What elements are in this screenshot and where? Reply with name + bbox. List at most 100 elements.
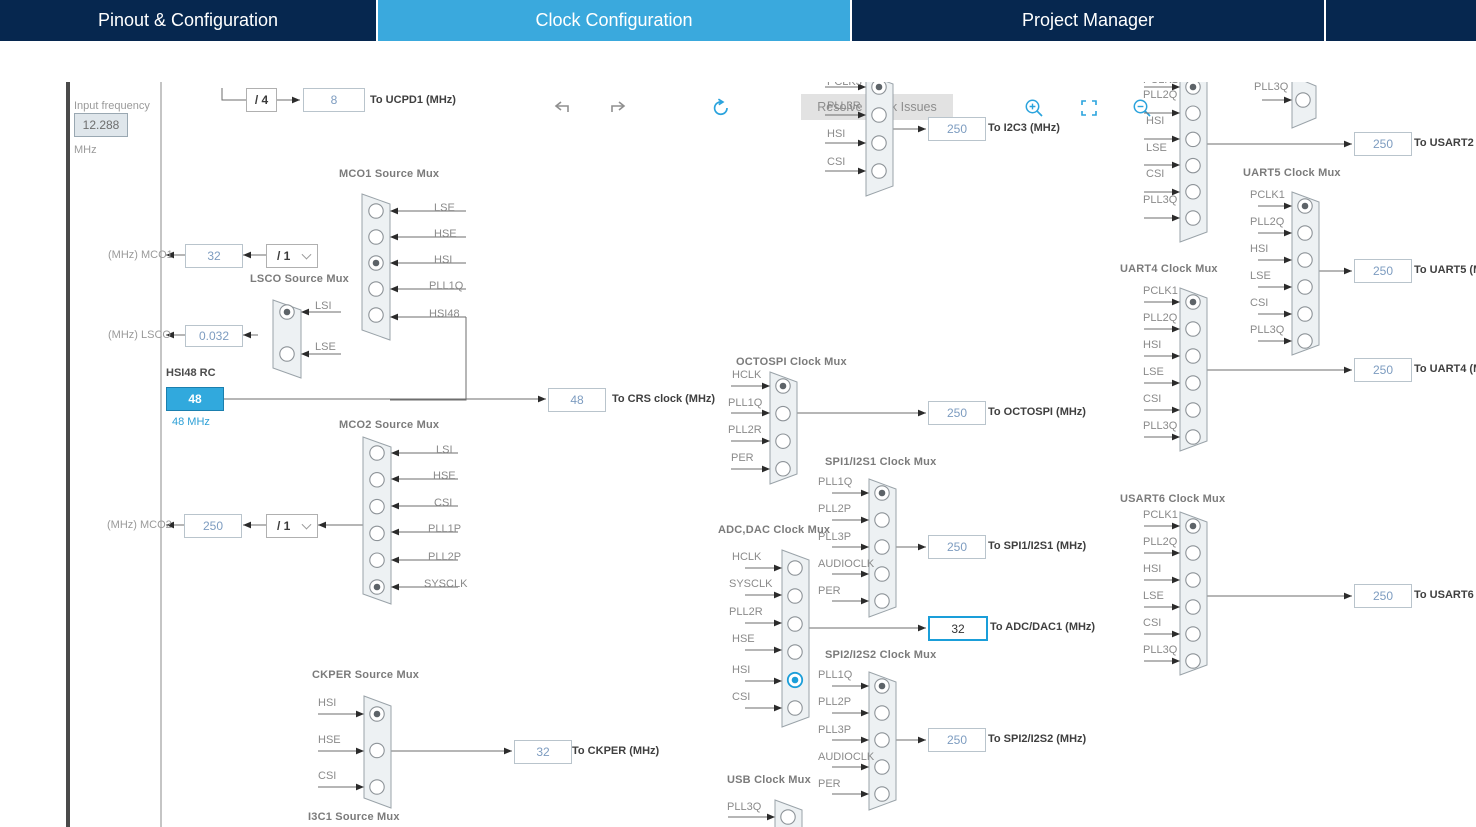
mco1-radio-pll1q[interactable]: [368, 281, 384, 297]
usart2-source-pclk1: PCLK1: [1143, 82, 1178, 86]
ucpd1-divider[interactable]: / 4: [246, 88, 277, 112]
mco2-divider-select[interactable]: / 1: [266, 514, 318, 538]
usart6-radio-csi[interactable]: [1185, 626, 1201, 642]
tab-pinout-configuration[interactable]: Pinout & Configuration: [0, 0, 376, 41]
spi1_i2s1-radio-pll3p[interactable]: [874, 539, 890, 555]
usart2-radio-lse[interactable]: [1185, 157, 1201, 174]
adc_dac-radio-csi[interactable]: [787, 700, 803, 716]
i2c3-radio-hsi[interactable]: [871, 135, 887, 151]
spi2_i2s2-radio-per[interactable]: [874, 786, 890, 802]
uart5-source-lse: LSE: [1250, 270, 1271, 282]
usart2-source-csi: CSI: [1146, 168, 1165, 180]
mco2-output-value[interactable]: 250: [184, 514, 242, 538]
undo-icon[interactable]: [550, 95, 576, 121]
usart2-radio-pll2q[interactable]: [1185, 105, 1201, 121]
lsco-output-value[interactable]: 0.032: [185, 325, 243, 347]
spi2_i2s2-radio-audioclk[interactable]: [874, 759, 890, 775]
uart4-radio-pll2q[interactable]: [1185, 321, 1201, 337]
ucpd1-output-value[interactable]: 8: [303, 88, 365, 112]
tab-project-manager[interactable]: Project Manager: [852, 0, 1324, 41]
fit-to-screen-icon[interactable]: [1076, 95, 1102, 121]
usart2-radio-pll3q[interactable]: [1185, 210, 1201, 226]
mco2-radio-hse[interactable]: [369, 472, 385, 488]
uart5-radio-hsi[interactable]: [1297, 252, 1313, 268]
usart6-output-value[interactable]: 250: [1354, 584, 1412, 608]
usart6-radio-pll2q[interactable]: [1185, 545, 1201, 561]
uart5-radio-pll3q[interactable]: [1297, 333, 1313, 349]
uart4-output-value[interactable]: 250: [1354, 358, 1412, 382]
clock-tree-canvas[interactable]: Input frequency 12.288 MHz / 4 8 To UCPD…: [0, 82, 1476, 827]
adc-dac-source-pll2r: PLL2R: [729, 606, 763, 618]
uart5-output-value[interactable]: 250: [1354, 259, 1412, 283]
mco2-radio-pll2p[interactable]: [369, 552, 385, 568]
zoom-out-icon[interactable]: [1129, 95, 1155, 121]
usart2-radio-hsi[interactable]: [1185, 131, 1201, 148]
usart2-radio-csi[interactable]: [1185, 184, 1201, 200]
spi2_i2s2-radio-pll3p[interactable]: [874, 732, 890, 748]
usart6-radio-hsi[interactable]: [1185, 572, 1201, 588]
mco1-radio-lse[interactable]: [368, 203, 384, 219]
spi2-i2s2-output-value[interactable]: 250: [928, 728, 986, 752]
spi1_i2s1-radio-per[interactable]: [874, 593, 890, 609]
usart6-output-label: To USART6 (M: [1414, 589, 1476, 601]
usart2-output-value[interactable]: 250: [1354, 132, 1412, 156]
lsco-radio-lse[interactable]: [279, 346, 295, 362]
zoom-in-icon[interactable]: [1021, 95, 1047, 121]
crs-output-value[interactable]: 48: [548, 388, 606, 412]
octospi-source-per: PER: [731, 452, 754, 464]
uart4-radio-csi[interactable]: [1185, 402, 1201, 418]
mco2-radio-lsi[interactable]: [369, 445, 385, 461]
redo-icon[interactable]: [604, 95, 630, 121]
tab-clock-configuration[interactable]: Clock Configuration: [378, 0, 850, 41]
mco2-radio-pll1p[interactable]: [369, 525, 385, 542]
octospi-radio-pll2r[interactable]: [775, 433, 791, 449]
uart4-radio-hsi[interactable]: [1185, 348, 1201, 364]
spi2_i2s2-radio-pll2p[interactable]: [874, 705, 890, 721]
mco1-radio-hse[interactable]: [368, 229, 384, 245]
usart6-radio-pclk1-dot: [1189, 522, 1197, 530]
adc-dac-source-hsi: HSI: [732, 664, 751, 676]
hsi48-value[interactable]: 48: [166, 387, 224, 411]
ckper-radio-hse[interactable]: [369, 742, 385, 759]
usb-radio-pll3q[interactable]: [780, 809, 796, 825]
spi1-source-audioclk: AUDIOCLK: [818, 558, 875, 570]
lsco-source-lsi: LSI: [315, 300, 332, 312]
octospi-output-value[interactable]: 250: [928, 401, 986, 425]
usart6-radio-pll3q[interactable]: [1185, 653, 1201, 669]
usart6-radio-lse[interactable]: [1185, 599, 1201, 615]
octospi-radio-per[interactable]: [775, 461, 791, 477]
mco2-divider-value: / 1: [277, 519, 291, 533]
uart5-radio-pll2q[interactable]: [1297, 225, 1313, 241]
adc_dac-radio-hclk[interactable]: [787, 560, 803, 576]
uart4-radio-lse[interactable]: [1185, 375, 1201, 391]
chevron-down-icon: [301, 519, 312, 530]
ckper-radio-csi[interactable]: [369, 779, 385, 795]
adc_dac-radio-sysclk[interactable]: [787, 588, 803, 604]
adc_dac-radio-hse[interactable]: [787, 644, 803, 660]
mco1-radio-hsi-dot: [372, 259, 380, 267]
ckper-output-value[interactable]: 32: [514, 740, 572, 764]
tab-extra[interactable]: [1326, 0, 1476, 41]
spi1_i2s1-radio-pll2p[interactable]: [874, 512, 890, 528]
spi1-i2s1-output-value[interactable]: 250: [928, 535, 986, 559]
uart4-source-pll2q: PLL2Q: [1143, 312, 1178, 324]
uart4-mux-title: UART4 Clock Mux: [1120, 263, 1218, 275]
uart5-radio-csi[interactable]: [1297, 306, 1313, 322]
uart5-radio-lse[interactable]: [1297, 279, 1313, 295]
i2c3-output-value[interactable]: 250: [928, 117, 986, 141]
mco1-radio-hsi48[interactable]: [368, 307, 384, 323]
i2c3-radio-csi[interactable]: [871, 163, 887, 179]
input-frequency-field[interactable]: 12.288: [74, 113, 128, 137]
spi2-i2s2-output-label: To SPI2/I2S2 (MHz): [988, 733, 1087, 745]
uart4-radio-pll3q[interactable]: [1185, 429, 1201, 445]
adc-dac-output-value[interactable]: 32: [928, 616, 988, 641]
mco1-output-value[interactable]: 32: [185, 244, 243, 268]
mco1-divider-select[interactable]: / 1: [266, 244, 318, 268]
refresh-icon[interactable]: [708, 95, 734, 121]
usart2_side-radio-pll3q[interactable]: [1295, 92, 1311, 108]
octospi-radio-pll1q[interactable]: [775, 405, 791, 422]
i2c3-radio-pll3r[interactable]: [871, 107, 887, 123]
mco2-radio-csi[interactable]: [369, 498, 385, 515]
spi1_i2s1-radio-audioclk[interactable]: [874, 566, 890, 582]
adc_dac-radio-pll2r[interactable]: [787, 616, 803, 632]
